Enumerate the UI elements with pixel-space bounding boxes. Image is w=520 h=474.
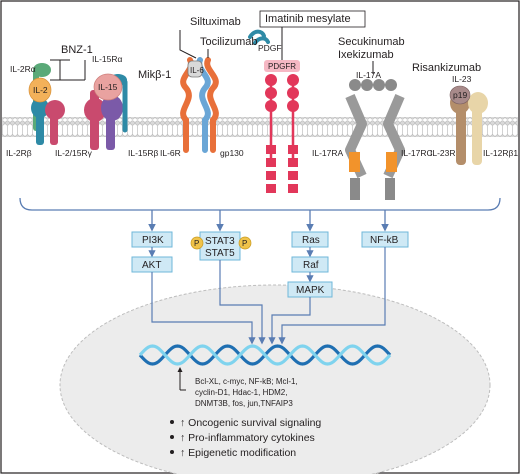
il2ra-label: IL-2Rα xyxy=(10,64,36,74)
cell-membrane xyxy=(2,117,518,137)
il15-receptor-complex: IL-15 xyxy=(84,73,128,150)
il6-ligand-label: IL-6 xyxy=(190,66,204,75)
svg-text:Raf: Raf xyxy=(303,260,319,271)
gene-line-1: Bcl-XL, c-myc, NF-kB; Mcl-1, xyxy=(195,377,298,386)
outcome-3: ↑ Epigenetic modification xyxy=(180,447,296,459)
il17a-label: IL-17A xyxy=(356,70,381,80)
il2rb-label: IL-2Rβ xyxy=(6,148,32,158)
tocilizumab-label: Tocilizumab xyxy=(200,36,257,48)
risankizumab-label: Risankizumab xyxy=(412,62,481,74)
gp130-label: gp130 xyxy=(220,148,244,158)
secukinumab-label: Secukinumab xyxy=(338,36,405,48)
imatinib-label: Imatinib mesylate xyxy=(265,13,351,25)
nucleus xyxy=(59,284,491,474)
il17-receptor-complex xyxy=(345,79,405,200)
il15rb-label: IL-15Rβ xyxy=(128,148,159,158)
il15ra-label: IL-15Rα xyxy=(92,54,123,64)
il23r-label: IL-23R xyxy=(430,148,456,158)
svg-text:P: P xyxy=(242,239,247,248)
siltuximab-label: Siltuximab xyxy=(190,16,241,28)
pdgf-label: PDGF xyxy=(258,43,282,53)
il2-receptor-complex: IL-2 xyxy=(28,63,65,145)
mikb1-label: Mikβ-1 xyxy=(138,69,171,81)
svg-text:NF-kB: NF-kB xyxy=(370,235,399,246)
svg-text:MAPK: MAPK xyxy=(296,285,325,296)
pdgfr-label: PDGFR xyxy=(268,62,296,71)
il6r-label: IL-6R xyxy=(160,148,181,158)
bnz1-inhibitor: BNZ-1 xyxy=(50,44,93,81)
il17ra-label: IL-17RA xyxy=(312,148,344,158)
pdgfr-receptor: PDGFR xyxy=(264,60,300,193)
imatinib-box xyxy=(259,10,366,28)
outcome-1: ↑ Oncogenic survival signaling xyxy=(180,417,321,429)
svg-text:PI3K: PI3K xyxy=(142,235,164,246)
svg-text:STAT3: STAT3 xyxy=(205,236,235,247)
svg-text:AKT: AKT xyxy=(142,260,161,271)
raf-box: Raf xyxy=(291,256,329,273)
mapk-box: MAPK xyxy=(287,281,333,298)
p19-label: p19 xyxy=(453,90,467,100)
il2-ligand-label: IL-2 xyxy=(33,85,48,95)
svg-text:Ras: Ras xyxy=(302,235,320,246)
il2-15rg-label: IL-2/15Rγ xyxy=(55,148,93,158)
gene-line-3: DNMT3B, fos, jun,TNFAIP3 xyxy=(195,399,293,408)
outcome-2: ↑ Pro-inflammatory cytokines xyxy=(180,432,315,444)
phospho-left: P xyxy=(190,236,204,250)
ixekizumab-label: Ixekizumab xyxy=(338,49,394,61)
gene-line-2: cyclin-D1, Hdac-1, HDM2, xyxy=(195,388,287,397)
pdgf-icon xyxy=(248,29,270,45)
nfkb-box: NF-kB xyxy=(361,231,409,248)
il23-receptor-complex: p19 IL-23 xyxy=(449,74,488,165)
stat-box: STAT3 STAT5 xyxy=(199,231,241,261)
il23-ligand-label: IL-23 xyxy=(452,74,472,84)
il6-receptor-complex: IL-6 xyxy=(180,57,219,153)
bnz1-label: BNZ-1 xyxy=(61,44,93,56)
pi3k-box: PI3K xyxy=(131,231,173,248)
svg-text:P: P xyxy=(194,239,199,248)
svg-text:STAT5: STAT5 xyxy=(205,248,235,259)
phospho-right: P xyxy=(238,236,252,250)
nucleus-arrows xyxy=(151,247,386,345)
dna-strand-b xyxy=(138,344,392,366)
il17rc-label: IL-17RC xyxy=(401,148,433,158)
outcome-list: ↑ Oncogenic survival signaling ↑ Pro-inf… xyxy=(170,417,321,459)
signal-bracket xyxy=(19,197,501,232)
ras-box: Ras xyxy=(291,231,329,248)
siltuximab-line xyxy=(179,30,197,59)
akt-box: AKT xyxy=(131,256,173,273)
il15-ligand-label: IL-15 xyxy=(98,82,118,92)
il12rb1-label: IL-12Rβ1 xyxy=(483,148,518,158)
